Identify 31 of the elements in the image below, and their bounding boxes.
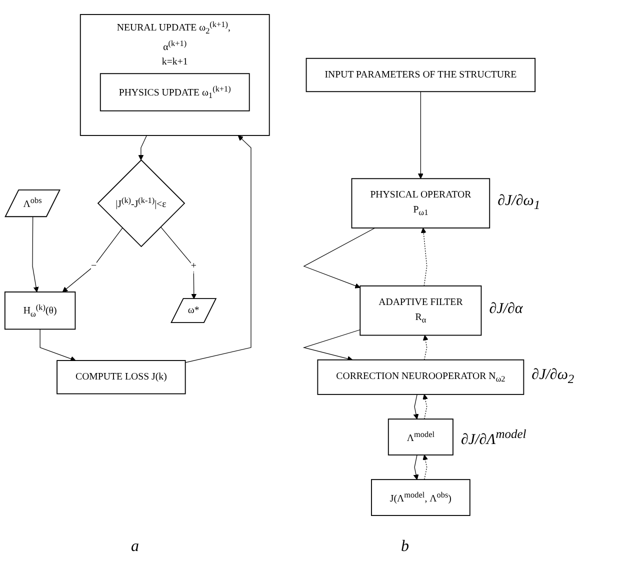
arrow [302, 329, 360, 362]
arrow [303, 228, 376, 288]
derivative-label: ∂J/∂Λ$^{model}$ [460, 427, 526, 449]
node-box: J(Λ$^{model}$, Λ$^{obs}$) [371, 479, 470, 516]
node-box: CORRECTION NEUROOPERATOR N$_{ω2}$ [317, 359, 524, 395]
arrow [413, 394, 419, 420]
panel-label: b [401, 538, 409, 556]
arrow [418, 91, 424, 179]
arrow [420, 228, 428, 286]
arrow [422, 335, 428, 360]
node-box: Λ$^{model}$ [388, 418, 454, 456]
node-box: INPUT PARAMETERS OF THE STRUCTURE [306, 58, 536, 92]
node-diamond: |J$^{(k)}$-J$^{(k-1)}$|<ε [97, 159, 186, 248]
derivative-label: ∂J/∂α [489, 300, 523, 318]
arrow [32, 216, 39, 292]
arrow [413, 454, 419, 480]
arrow [422, 454, 428, 480]
node-box: PHYSICAL OPERATOR P$_{ω1}$ [351, 178, 490, 228]
arrow [422, 394, 428, 420]
node-box: H$_{ω}$$^{(k)}$(θ) [4, 292, 76, 330]
derivative-label: ∂J/∂ω$_{2}$ [532, 367, 574, 388]
arrow [62, 228, 123, 292]
node-box: ADAPTIVE FILTER R$_{α}$ [360, 285, 482, 336]
derivative-label: ∂J/∂ω$_{1}$ [498, 193, 540, 214]
panel-label: a [131, 538, 139, 556]
edge-label: + [190, 260, 196, 272]
node-box: COMPUTE LOSS J(k) [56, 360, 186, 394]
edge-label: − [90, 260, 97, 272]
arrow [185, 135, 252, 363]
arrow [138, 135, 147, 160]
arrow [40, 328, 76, 362]
